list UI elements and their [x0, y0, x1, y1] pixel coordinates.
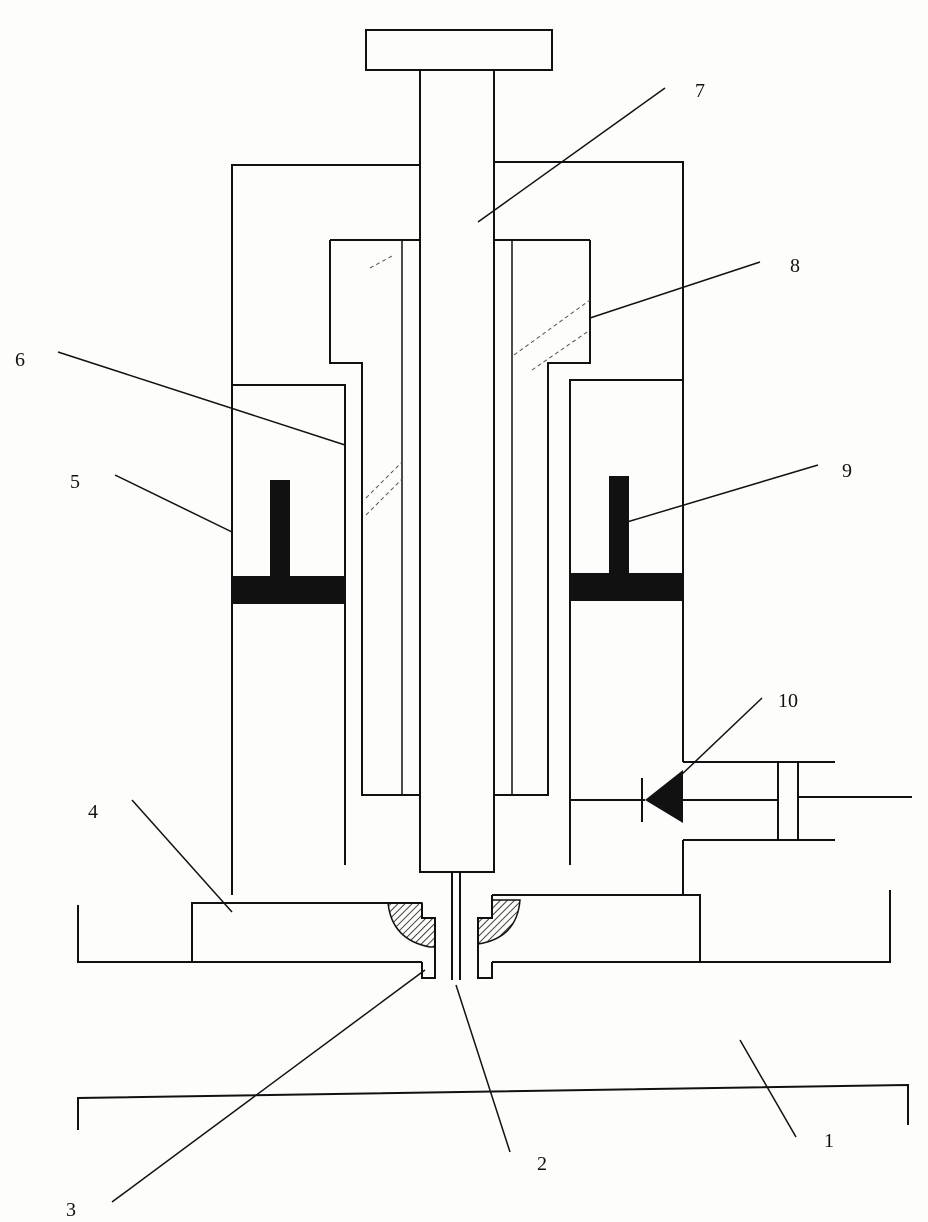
pipe-flange — [777, 761, 799, 841]
leader-9 — [626, 464, 819, 523]
thread-hint-right-2 — [531, 329, 591, 371]
thread-hint-left-2 — [365, 478, 403, 516]
check-valve-arrow — [645, 770, 683, 823]
left-piston-stem — [270, 480, 290, 580]
leader-4 — [131, 799, 233, 913]
left-seal — [387, 902, 436, 948]
label-8: 8 — [790, 255, 800, 277]
label-3: 3 — [66, 1199, 76, 1221]
label-9: 9 — [842, 460, 852, 482]
left-piston-plate — [232, 576, 345, 604]
right-seal — [477, 899, 521, 945]
right-piston-plate — [570, 573, 683, 601]
label-7: 7 — [695, 80, 705, 102]
label-10: 10 — [778, 690, 798, 712]
plunger-rod — [419, 69, 495, 873]
substrate — [77, 1083, 909, 1130]
label-6: 6 — [15, 349, 25, 371]
leader-7 — [477, 87, 666, 223]
left-chamber-wall — [232, 384, 346, 865]
housing-right-wall — [494, 161, 684, 762]
sleeve-left-outline — [329, 240, 420, 796]
base-frame-right — [492, 890, 891, 963]
right-chamber-wall — [569, 379, 683, 865]
leader-5 — [114, 474, 233, 533]
thread-hint-left-top — [369, 255, 393, 269]
leader-2 — [455, 984, 511, 1153]
label-4: 4 — [88, 801, 98, 823]
label-5: 5 — [70, 471, 80, 493]
label-1: 1 — [824, 1130, 834, 1152]
thread-hint-left-1 — [365, 461, 403, 499]
thread-hint-right-1 — [513, 299, 591, 356]
leader-10 — [677, 697, 763, 779]
right-piston-stem — [609, 476, 629, 576]
leader-8 — [589, 261, 761, 319]
leader-3 — [111, 969, 426, 1203]
rod-cap — [365, 29, 553, 71]
base-block-left — [191, 902, 422, 962]
housing-left-wall — [231, 164, 420, 895]
label-2: 2 — [537, 1153, 547, 1175]
leader-1 — [739, 1039, 797, 1138]
base-frame-left — [77, 905, 422, 963]
base-block-right — [492, 894, 701, 962]
leader-6 — [57, 351, 346, 446]
sleeve-right-outline — [494, 240, 591, 796]
